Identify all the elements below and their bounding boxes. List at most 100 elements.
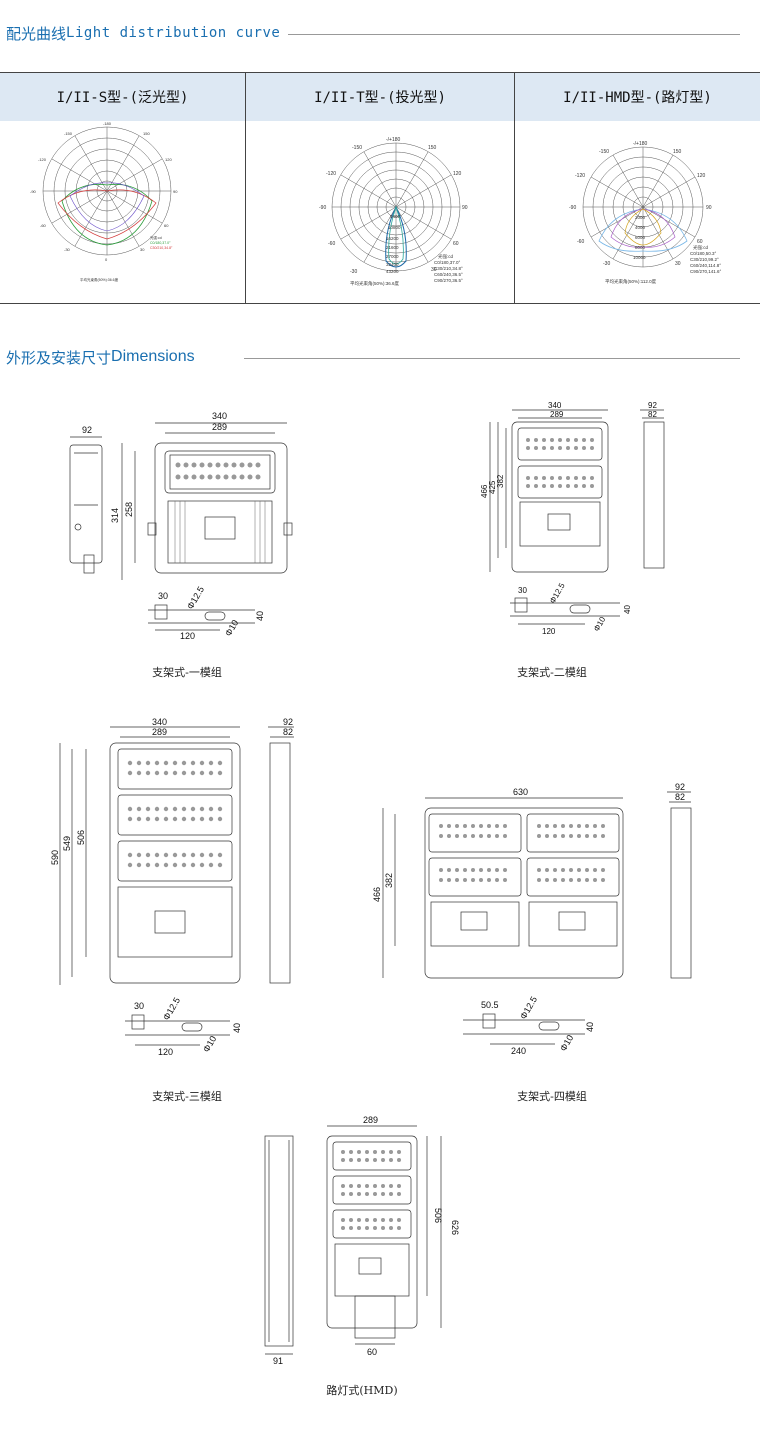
legend-item: C60/240,36.5° <box>434 272 463 277</box>
dim-label: 289 <box>152 727 167 737</box>
legend-title: 光强:cd <box>150 235 162 240</box>
bracket-label: 40 <box>585 1022 595 1032</box>
bracket-label: Φ12.5 <box>518 995 539 1021</box>
dim-label: 466 <box>372 887 382 902</box>
dim-label: 289 <box>363 1115 378 1125</box>
curve-header: I/II-HMD型-(路灯型) <box>515 73 760 121</box>
legend-item: C30/210,34.8° <box>434 266 463 271</box>
angle-label: 30 <box>140 247 145 252</box>
dim-label: 506 <box>76 830 86 845</box>
dim-label: 91 <box>273 1356 283 1366</box>
bracket-label: 30 <box>518 586 527 595</box>
drawing-two-module: 340 289 466 425 382 92 82 30 Φ12.5 40 12… <box>480 401 665 636</box>
dim-label: 382 <box>384 873 394 888</box>
bracket-label: Φ10 <box>223 618 240 638</box>
drawing-caption: 支架式-三模组 <box>152 1090 222 1103</box>
dim-label: 340 <box>548 401 562 410</box>
polar-chart-hmd: -/+180 150 120 90 60 30 -30 -60 -90 -120… <box>569 141 722 285</box>
bracket-label: 30 <box>158 591 168 601</box>
angle-label: -150 <box>352 145 362 151</box>
dim-label: 340 <box>212 411 227 421</box>
ring-label: 2000 <box>635 215 646 220</box>
angle-label: -120 <box>575 173 585 179</box>
curve-body: -/+180 150 120 90 60 30 -30 -60 -90 -120… <box>246 121 514 303</box>
legend-item: C60/240,114.8° <box>690 263 721 268</box>
angle-label: -120 <box>326 171 336 177</box>
dim-label: 258 <box>124 502 134 517</box>
dim-label: 92 <box>675 782 685 792</box>
drawing-hmd: 289 626 506 91 60 <box>264 1115 460 1366</box>
dim-label: 630 <box>513 787 528 797</box>
bracket-label: 50.5 <box>481 1000 499 1010</box>
curve-column-t: I/II-T型-(投光型) -/+180 150 120 90 60 <box>245 73 514 303</box>
ring-label: 5400 <box>390 214 401 219</box>
dim-label: 92 <box>82 425 92 435</box>
legend-item: C90/270,36.5° <box>434 278 463 283</box>
dim-label: 590 <box>50 850 60 865</box>
bracket-label: 120 <box>180 631 195 641</box>
dim-label: 82 <box>675 792 685 802</box>
bracket-label: 40 <box>232 1023 242 1033</box>
angle-label: -60 <box>328 241 335 247</box>
drawing-one-module: 92 340 289 314 258 30 Φ12.5 40 120 Φ10 <box>69 411 293 641</box>
bracket-label: 120 <box>542 627 556 636</box>
dim-label: 82 <box>283 727 293 737</box>
drawing-caption: 支架式-一模组 <box>152 666 222 679</box>
angle-label: 90 <box>462 205 468 211</box>
angle-label: -150 <box>599 149 609 155</box>
dim-label: 92 <box>648 401 657 410</box>
bracket-label: 40 <box>255 611 265 621</box>
ring-label: 27000 <box>386 254 399 259</box>
beam-angle-note: 平均光束角(50%):36.6度 <box>80 277 119 282</box>
section-title-light-distribution: 配光曲线 Light distribution curve <box>6 22 280 44</box>
bracket-label: Φ12.5 <box>185 585 206 611</box>
angle-label: -60 <box>40 223 47 228</box>
legend-item: C0/180,50.3° <box>690 251 717 256</box>
bracket-label: 240 <box>511 1046 526 1056</box>
bracket-label: Φ10 <box>201 1034 218 1054</box>
curve-header: I/II-S型-(泛光型) <box>0 73 245 121</box>
dim-label: 626 <box>450 1220 460 1235</box>
beam-angle-note: 平均光束角(50%):36.6度 <box>350 280 400 287</box>
angle-label: -30 <box>350 269 357 275</box>
legend-title: 光强:cd <box>438 253 454 260</box>
angle-label: 120 <box>453 171 462 177</box>
angle-label: -90 <box>319 205 326 211</box>
dim-label: 289 <box>212 422 227 432</box>
legend-item: C90/270,141.6° <box>690 269 722 274</box>
dim-label: 466 <box>480 484 489 498</box>
bracket-label: 120 <box>158 1047 173 1057</box>
angle-label: -/+180 <box>386 137 401 143</box>
legend-item: C0/180,37.0° <box>150 241 171 245</box>
angle-label: 0 <box>105 257 108 262</box>
dim-label: 425 <box>488 480 497 494</box>
angle-label: 150 <box>143 131 150 136</box>
dim-label: 314 <box>110 508 120 523</box>
angle-label: -90 <box>569 205 576 211</box>
angle-label: 120 <box>165 157 172 162</box>
section-title-en: Light distribution curve <box>66 25 281 41</box>
legend-item: C0/180,37.0° <box>434 260 461 265</box>
ring-label: 43200 <box>386 269 399 274</box>
angle-label: 30 <box>675 261 681 267</box>
angle-label: 120 <box>697 173 706 179</box>
section-title-cn: 外形及安装尺寸 <box>6 348 112 367</box>
curve-header: I/II-T型-(投光型) <box>246 73 514 121</box>
legend-item: C30/210,99.2° <box>690 257 719 262</box>
drawing-three-module: 340 289 590 549 506 92 82 30 Φ12.5 40 12… <box>50 717 294 1057</box>
dim-label: 289 <box>550 410 564 419</box>
bracket-label: Φ12.5 <box>548 581 567 605</box>
angle-label: -30 <box>64 247 71 252</box>
angle-label: 30 <box>431 267 437 273</box>
angle-label: 60 <box>453 241 459 247</box>
led-array <box>175 462 261 480</box>
section-rule <box>244 358 740 359</box>
ring-label: 6000 <box>635 235 646 240</box>
angle-label: 60 <box>697 239 703 245</box>
polar-chart-s: -180 150 120 90 60 30 0 -30 -60 -90 -120… <box>30 121 178 282</box>
drawing-caption: 支架式-四模组 <box>517 1090 587 1103</box>
bracket-label: Φ10 <box>592 615 608 633</box>
beam-angle-note: 平均光束角(50%):112.0度 <box>605 278 657 285</box>
drawing-four-module: 630 466 382 92 82 50.5 Φ12.5 40 240 Φ10 <box>372 782 692 1056</box>
dim-label: 82 <box>648 410 657 419</box>
